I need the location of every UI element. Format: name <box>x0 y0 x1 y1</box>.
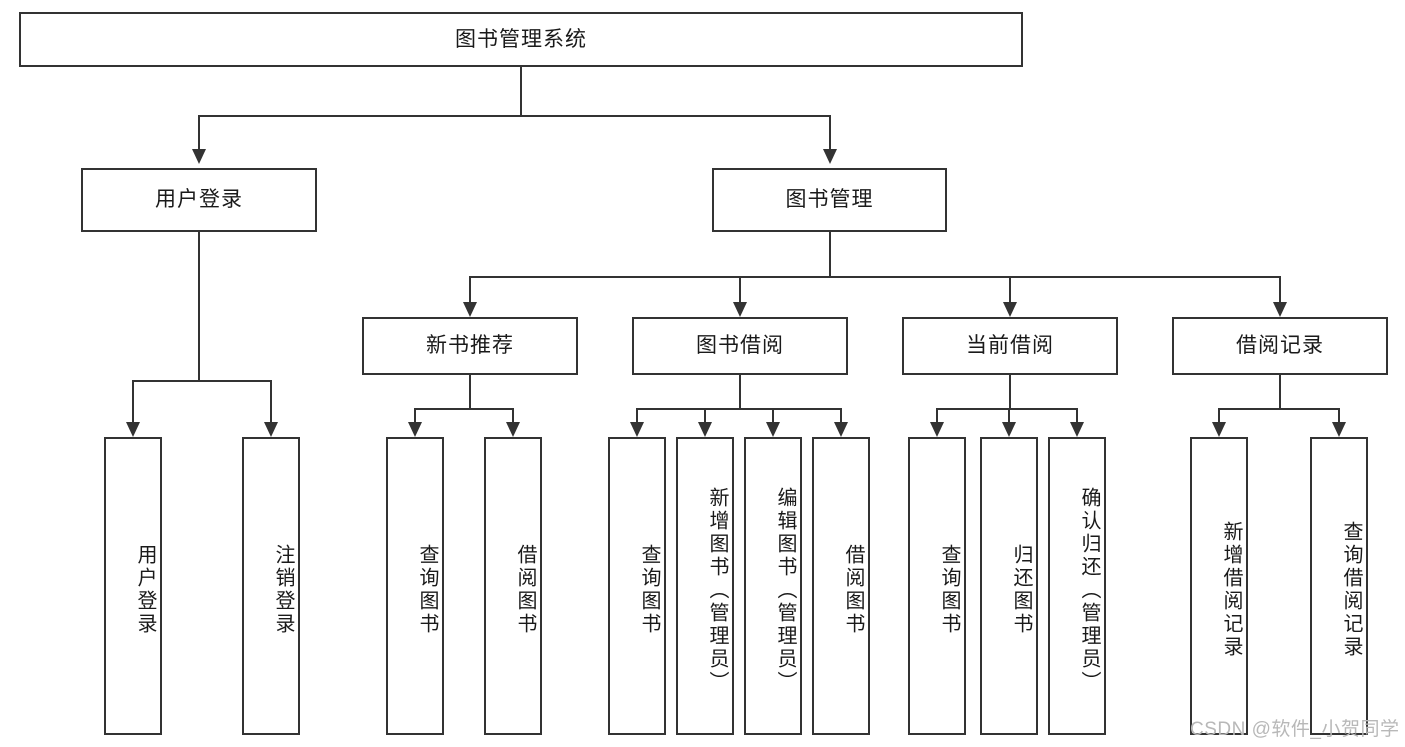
edge-book-borrow-bus <box>636 408 841 410</box>
edge-root-bus <box>198 115 830 117</box>
arrowhead-borrow-record-leaf-1 <box>1212 422 1226 437</box>
edge-to-current-borrow <box>1009 276 1011 302</box>
arrowhead-to-user-login <box>192 149 206 164</box>
arrowhead-current-borrow-leaf-1 <box>930 422 944 437</box>
edge-to-book-borrow <box>739 276 741 302</box>
leaf-current-borrow-return-books[interactable]: 归还图书 <box>980 437 1038 735</box>
arrowhead-to-book-borrow <box>733 302 747 317</box>
arrowhead-borrow-record-leaf-2 <box>1332 422 1346 437</box>
edge-root-to-book-mgmt <box>829 115 831 149</box>
node-root-library-system[interactable]: 图书管理系统 <box>19 12 1023 67</box>
leaf-book-borrow-edit-book-admin[interactable]: 编辑图书（管理员） <box>744 437 802 735</box>
leaf-current-borrow-confirm-return-admin[interactable]: 确认归还（管理员） <box>1048 437 1106 735</box>
edge-book-borrow-stem <box>739 375 741 408</box>
leaf-current-borrow-query-books[interactable]: 查询图书 <box>908 437 966 735</box>
arrowhead-book-borrow-leaf-2 <box>698 422 712 437</box>
edge-current-borrow-to-leaf-2 <box>1008 408 1010 422</box>
leaf-user-login-login[interactable]: 用户登录 <box>104 437 162 735</box>
edge-root-stem <box>520 67 522 115</box>
edge-new-book-stem <box>469 375 471 408</box>
node-current-borrow[interactable]: 当前借阅 <box>902 317 1118 375</box>
edge-to-borrow-record <box>1279 276 1281 302</box>
edge-book-borrow-to-leaf-1 <box>636 408 638 422</box>
edge-book-mgmt-stem <box>829 232 831 276</box>
arrowhead-current-borrow-leaf-2 <box>1002 422 1016 437</box>
edge-book-borrow-to-leaf-2 <box>704 408 706 422</box>
edge-to-new-book-recommend <box>469 276 471 302</box>
edge-current-borrow-bus <box>936 408 1077 410</box>
node-book-management[interactable]: 图书管理 <box>712 168 947 232</box>
edge-user-login-to-leaf-2 <box>270 380 272 422</box>
edge-new-book-to-leaf-1 <box>414 408 416 422</box>
edge-current-borrow-to-leaf-1 <box>936 408 938 422</box>
arrowhead-to-borrow-record <box>1273 302 1287 317</box>
csdn-watermark: CSDN @软件_小贺同学 <box>1190 719 1400 740</box>
edge-current-borrow-to-leaf-3 <box>1076 408 1078 422</box>
leaf-book-borrow-query-books[interactable]: 查询图书 <box>608 437 666 735</box>
arrowhead-user-login-leaf-2 <box>264 422 278 437</box>
node-borrow-record[interactable]: 借阅记录 <box>1172 317 1388 375</box>
edge-book-borrow-to-leaf-4 <box>840 408 842 422</box>
node-new-book-recommend[interactable]: 新书推荐 <box>362 317 578 375</box>
node-user-login[interactable]: 用户登录 <box>81 168 317 232</box>
edge-book-borrow-to-leaf-3 <box>772 408 774 422</box>
arrowhead-new-book-leaf-2 <box>506 422 520 437</box>
edge-current-borrow-stem <box>1009 375 1011 408</box>
arrowhead-to-new-book-recommend <box>463 302 477 317</box>
leaf-new-book-query-books[interactable]: 查询图书 <box>386 437 444 735</box>
arrowhead-user-login-leaf-1 <box>126 422 140 437</box>
leaf-book-borrow-add-book-admin[interactable]: 新增图书（管理员） <box>676 437 734 735</box>
edge-new-book-bus <box>414 408 513 410</box>
edge-user-login-stem <box>198 232 200 380</box>
leaf-user-login-logout[interactable]: 注销登录 <box>242 437 300 735</box>
leaf-borrow-record-query-record[interactable]: 查询借阅记录 <box>1310 437 1368 735</box>
leaf-borrow-record-add-record[interactable]: 新增借阅记录 <box>1190 437 1248 735</box>
edge-user-login-bus <box>132 380 270 382</box>
edge-root-to-user-login <box>198 115 200 149</box>
edge-borrow-record-bus <box>1218 408 1339 410</box>
leaf-new-book-borrow-books[interactable]: 借阅图书 <box>484 437 542 735</box>
edge-borrow-record-to-leaf-1 <box>1218 408 1220 422</box>
node-book-borrow[interactable]: 图书借阅 <box>632 317 848 375</box>
edge-new-book-to-leaf-2 <box>512 408 514 422</box>
leaf-book-borrow-borrow-books[interactable]: 借阅图书 <box>812 437 870 735</box>
arrowhead-book-borrow-leaf-1 <box>630 422 644 437</box>
arrowhead-book-borrow-leaf-4 <box>834 422 848 437</box>
edge-user-login-to-leaf-1 <box>132 380 134 422</box>
arrowhead-to-book-mgmt <box>823 149 837 164</box>
edge-borrow-record-to-leaf-2 <box>1338 408 1340 422</box>
arrowhead-to-current-borrow <box>1003 302 1017 317</box>
edge-book-mgmt-bus <box>469 276 1280 278</box>
edge-borrow-record-stem <box>1279 375 1281 408</box>
arrowhead-new-book-leaf-1 <box>408 422 422 437</box>
arrowhead-current-borrow-leaf-3 <box>1070 422 1084 437</box>
arrowhead-book-borrow-leaf-3 <box>766 422 780 437</box>
